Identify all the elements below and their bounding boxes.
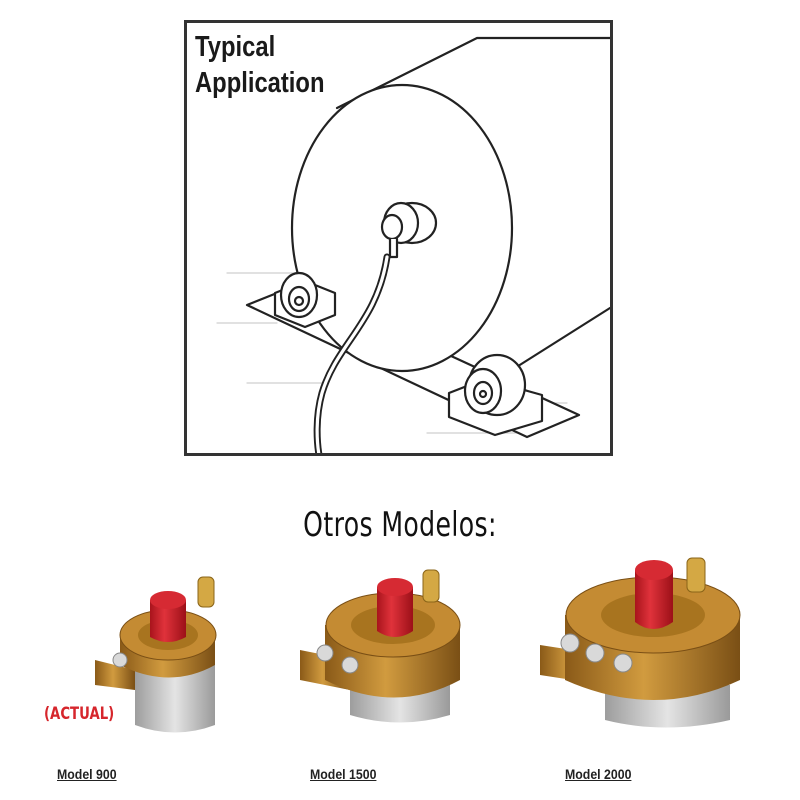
application-title-line1: Typical bbox=[195, 31, 276, 63]
model-900-label: Model 900 bbox=[57, 766, 117, 782]
model-1500-label: Model 1500 bbox=[310, 766, 377, 782]
application-title: Typical Application bbox=[195, 29, 324, 101]
typical-application-illustration: Typical Application bbox=[184, 20, 613, 456]
model-1500-image bbox=[300, 569, 461, 723]
rotating-drum-diagram bbox=[216, 36, 610, 453]
model-900-image bbox=[95, 576, 217, 733]
model-2000-label: Model 2000 bbox=[565, 766, 632, 782]
model-2000-image bbox=[540, 557, 741, 728]
application-title-line2: Application bbox=[195, 67, 325, 99]
actual-model-badge: (ACTUAL) bbox=[44, 704, 115, 724]
other-models-heading: Otros Modelos: bbox=[303, 505, 497, 545]
